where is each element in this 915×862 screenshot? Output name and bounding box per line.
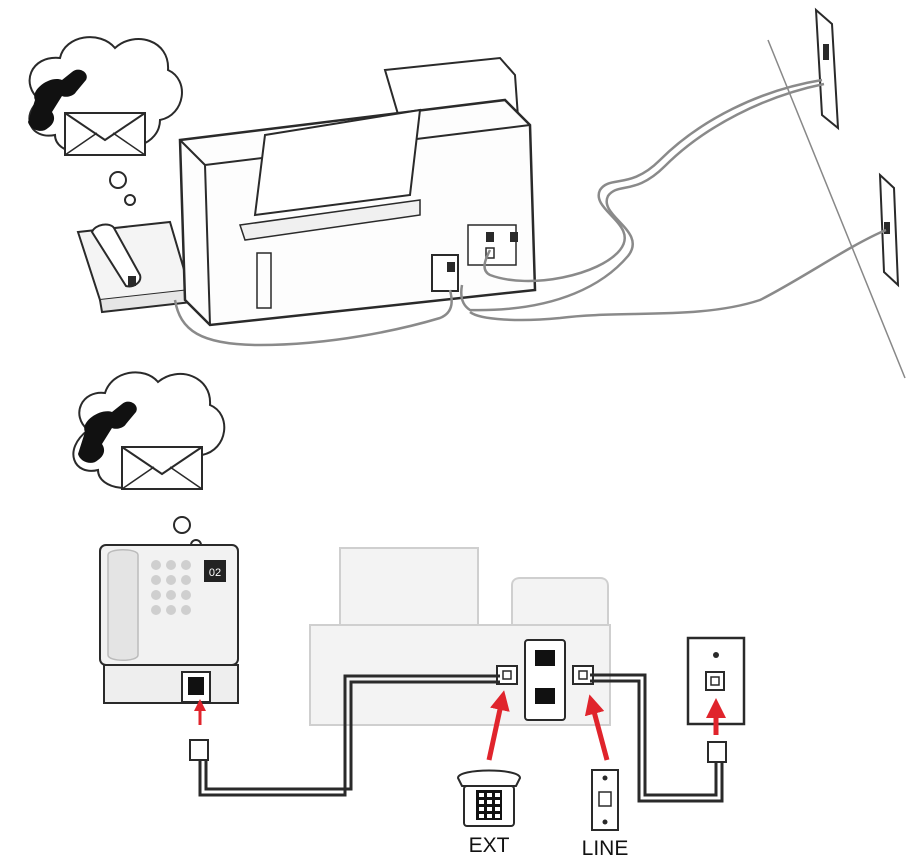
cables-top [173,78,887,347]
phone-handset-icon [78,401,137,463]
thought-cloud-top [28,36,183,206]
printer-top [178,56,537,327]
top-illustration [28,7,906,379]
answering-machine [76,220,194,314]
wall-jack-icon [591,769,619,831]
cables-bottom [198,673,724,803]
envelope-icon [121,446,203,490]
keypad [151,560,191,615]
bottom-diagram: 02 [72,371,746,860]
telephone-icon [456,769,522,827]
thought-cloud-bottom [72,371,226,551]
fax-display [204,560,226,582]
fax-display-text: 02 [209,567,221,579]
phone-handset-icon [28,69,87,131]
fax-phone-device: 02 [99,544,239,704]
printer-bottom [309,547,611,726]
wall-edge [767,39,906,379]
ext-label: EXT [469,834,510,857]
wall-outlet-power [814,7,840,131]
plug-left [189,739,209,761]
plug-right [707,741,727,763]
red-arrow-icon [194,690,726,761]
wall-jack-icon [878,172,900,288]
line-label: LINE [582,837,629,860]
envelope-icon [64,112,146,156]
